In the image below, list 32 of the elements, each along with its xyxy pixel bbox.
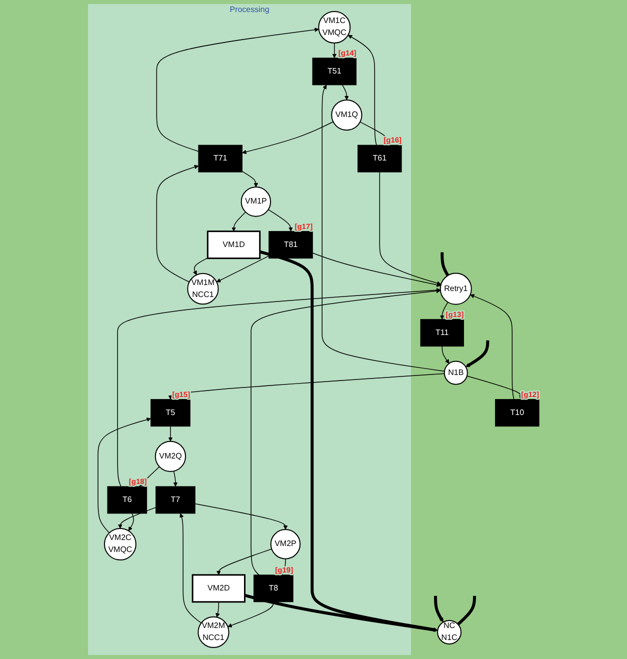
connector: [456, 596, 476, 626]
arrow: [440, 302, 448, 320]
arrow: [228, 602, 274, 628]
arrow: [312, 252, 441, 287]
arrow: [168, 373, 445, 400]
arrow: [470, 294, 514, 400]
arrow: [348, 34, 377, 146]
arrow: [332, 42, 337, 58]
arrow: [322, 84, 445, 372]
arrow: [434, 596, 444, 622]
arrow: [244, 594, 438, 632]
arrow: [442, 346, 450, 364]
arrow: [216, 602, 220, 618]
arrow: [379, 172, 442, 286]
arrow: [466, 340, 490, 368]
arrow: [242, 121, 334, 154]
connector: [440, 252, 450, 276]
arrow: [194, 503, 288, 530]
arrow: [128, 513, 134, 532]
arrow: [342, 84, 349, 100]
arrow: [216, 256, 270, 282]
arrow: [268, 209, 293, 232]
arrow: [98, 418, 151, 534]
arrow: [232, 212, 246, 232]
arrow: [156, 164, 199, 282]
arrow: [168, 426, 173, 442]
arrow: [216, 548, 272, 576]
arrow: [192, 258, 208, 276]
arrow: [173, 470, 178, 487]
arrow: [242, 171, 258, 188]
arrow: [180, 513, 202, 624]
arrow: [156, 28, 319, 152]
